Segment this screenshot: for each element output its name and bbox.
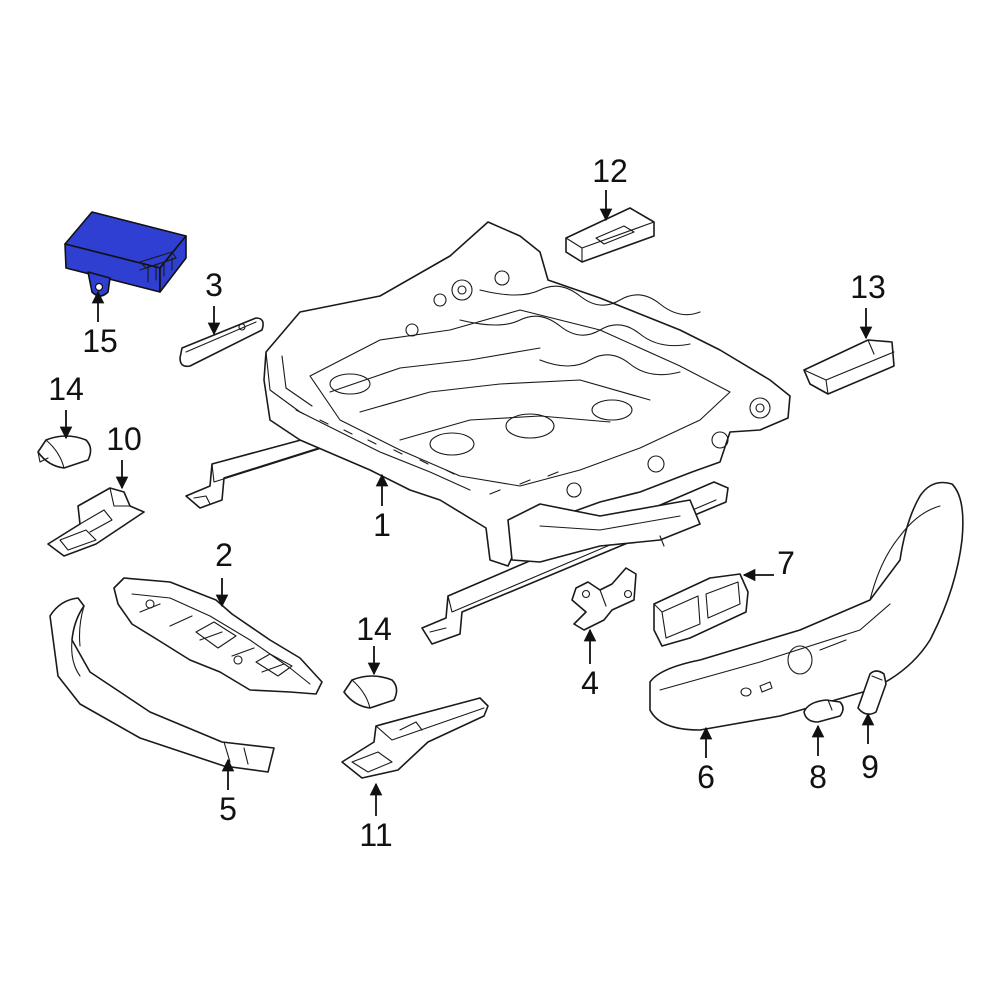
callout-3: 3 — [205, 267, 223, 303]
part-3-trim-strip[interactable] — [179, 317, 264, 368]
callout-5: 5 — [219, 791, 237, 827]
part-14-cap-upper[interactable] — [37, 435, 92, 469]
callout-6: 6 — [697, 759, 715, 795]
part-10-bracket[interactable] — [47, 487, 145, 557]
callout-2: 2 — [215, 537, 233, 573]
part-13-cover[interactable] — [803, 339, 895, 395]
callout-11: 11 — [359, 817, 392, 853]
callout-14b: 14 — [356, 611, 392, 647]
callout-13: 13 — [850, 269, 886, 305]
callout-15: 15 — [82, 323, 118, 359]
callout-8: 8 — [809, 759, 827, 795]
part-8-knob[interactable] — [803, 699, 844, 723]
callout-1: 1 — [373, 507, 391, 543]
part-15-control-module[interactable] — [64, 211, 187, 297]
part-14-cap-lower[interactable] — [343, 675, 398, 709]
part-7-switch-module[interactable] — [653, 573, 749, 647]
callout-10: 10 — [106, 421, 142, 457]
leader-lines — [59, 190, 875, 816]
callout-14a: 14 — [48, 371, 84, 407]
callout-7: 7 — [777, 545, 795, 581]
part-11-bracket[interactable] — [341, 697, 489, 779]
callout-labels: 1 2 3 4 5 6 7 8 9 10 11 12 13 14 14 15 — [48, 153, 886, 853]
callout-12: 12 — [592, 153, 628, 189]
part-5-trim-panel[interactable] — [49, 597, 275, 773]
part-2-bracket-assembly[interactable] — [113, 577, 323, 695]
part-1-seat-frame[interactable] — [185, 221, 791, 645]
callout-9: 9 — [861, 749, 879, 785]
callout-4: 4 — [581, 665, 599, 701]
part-4-bracket[interactable] — [571, 567, 637, 631]
part-12-cover[interactable] — [565, 207, 655, 263]
